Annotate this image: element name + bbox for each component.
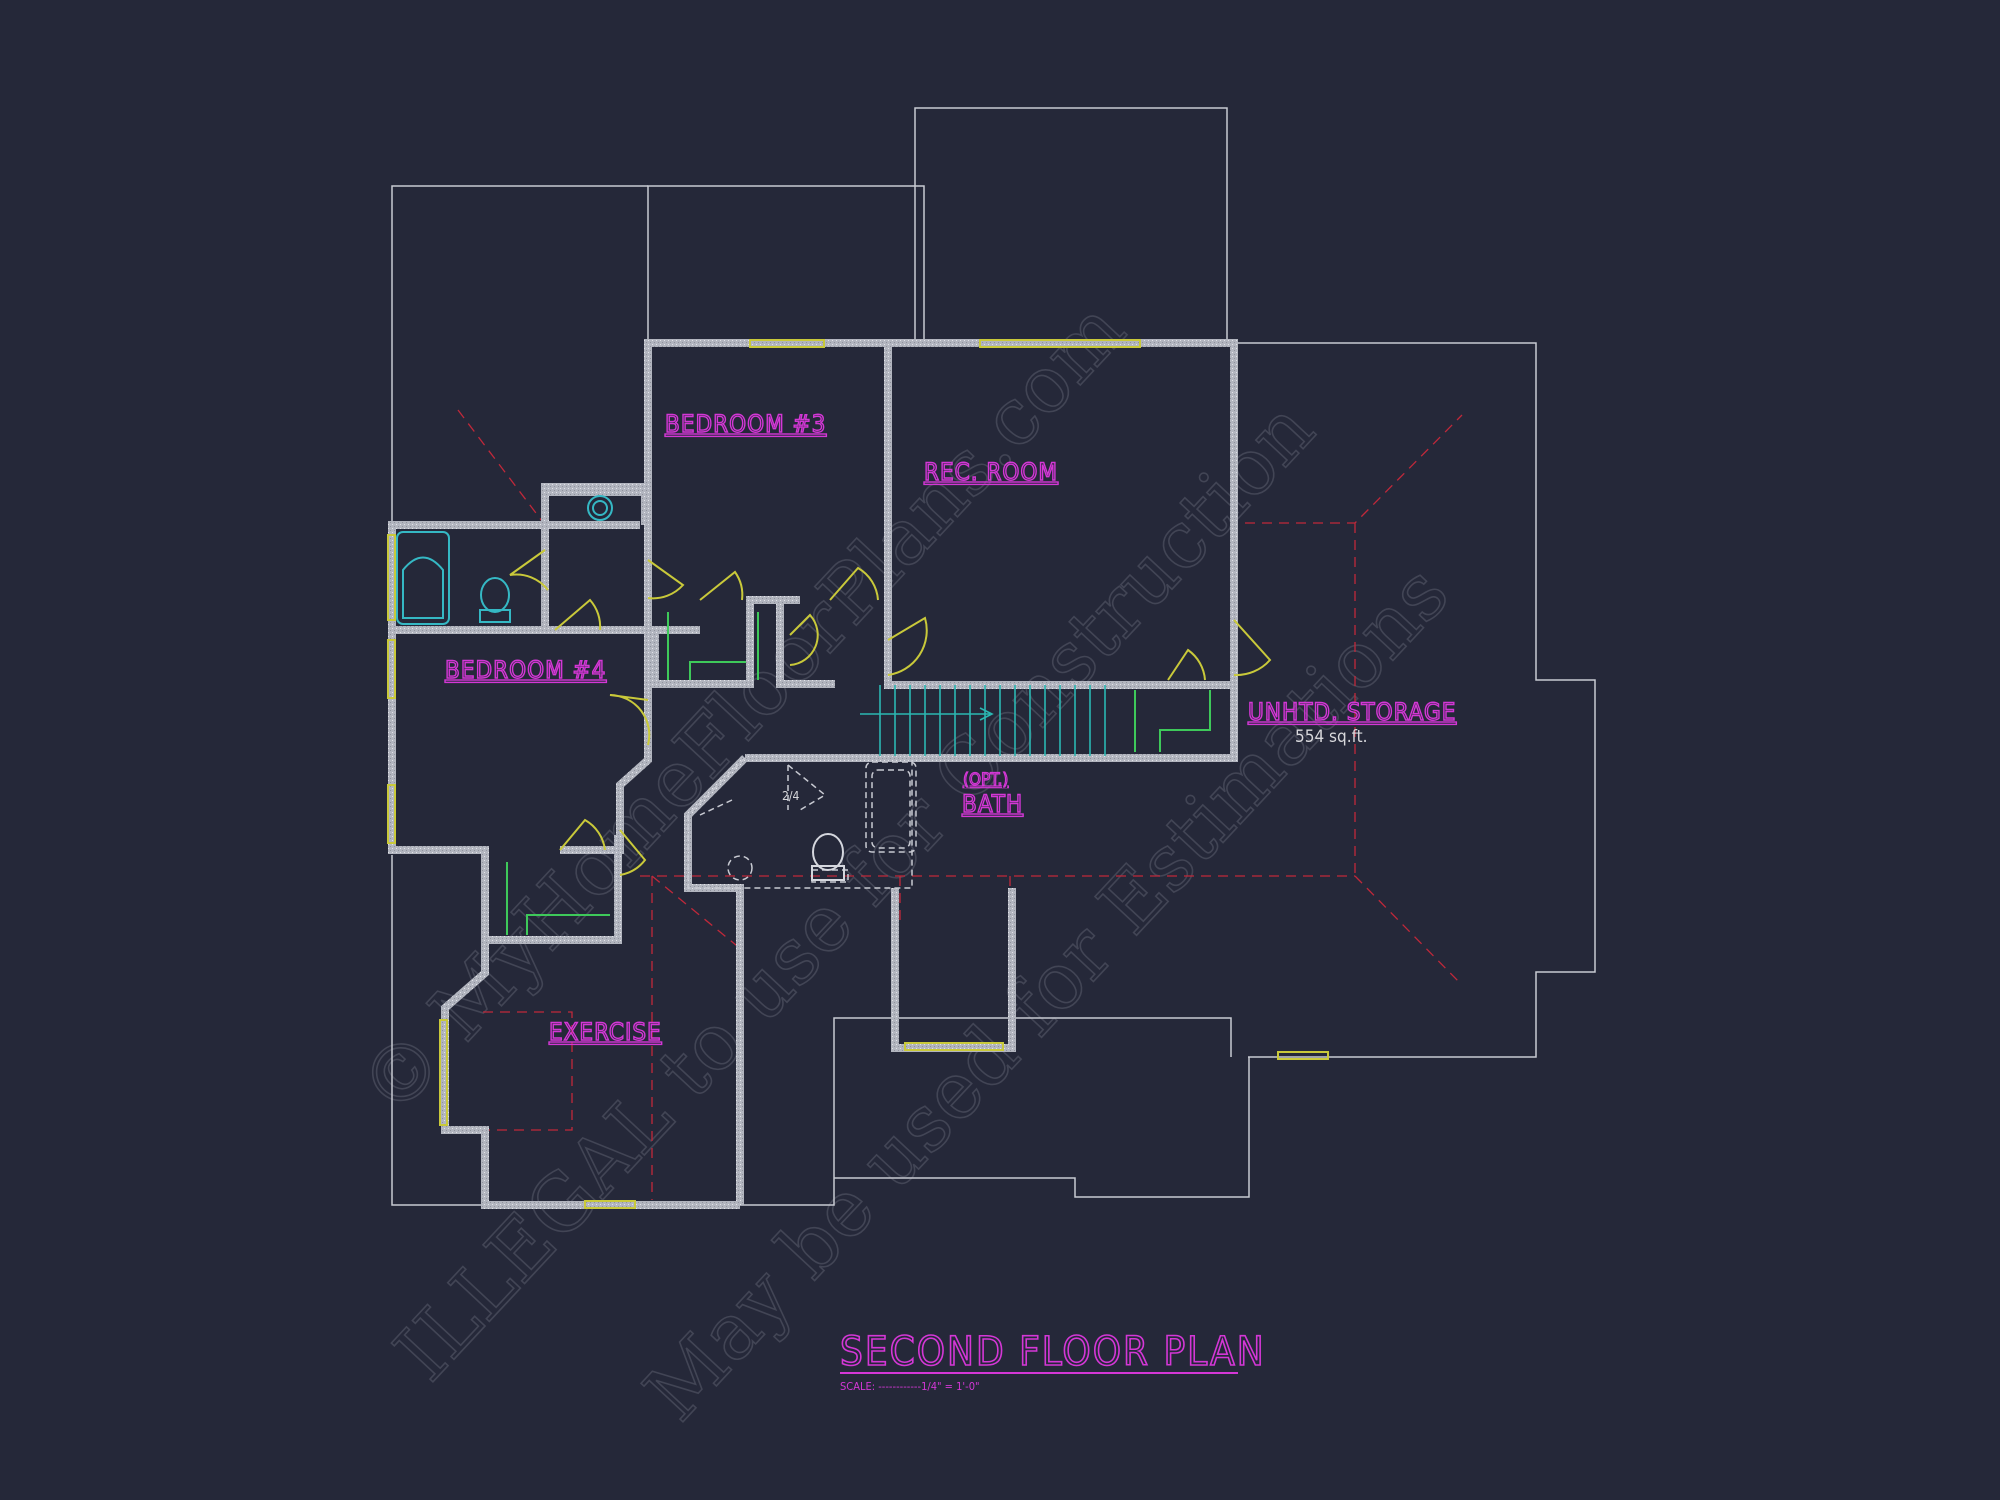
plan-title: SECOND FLOOR PLAN (840, 1329, 1266, 1375)
label-bedroom-3: BEDROOM #3 (665, 410, 826, 438)
label-bedroom-4: BEDROOM #4 (445, 656, 606, 684)
label-exercise: EXERCISE (549, 1018, 662, 1046)
upper-bath-fixtures (396, 495, 613, 625)
roof-outline (391, 107, 1596, 1206)
optional-toilet (811, 833, 845, 881)
upper-bath-walls (541, 483, 649, 632)
label-rec-room: REC. ROOM (924, 458, 1058, 486)
sink (587, 495, 613, 521)
plan-scale: SCALE: ------------1/4" = 1'-0" (840, 1380, 980, 1393)
watermark: © MyHomeFloorPlans.com ILLEGAL to use fo… (342, 284, 1467, 1439)
room-labels: BEDROOM #3 REC. ROOM BEDROOM #4 EXERCISE… (444, 409, 1456, 1046)
title-block: SECOND FLOOR PLAN SCALE: ------------1/4… (839, 1328, 1266, 1393)
roof-hip-lines (457, 409, 1463, 1200)
optional-bath-fixtures (687, 757, 917, 889)
stairs (860, 685, 1106, 756)
label-storage: UNHTD. STORAGE (1248, 698, 1456, 726)
toilet (479, 577, 511, 623)
closet-shelves (506, 612, 1211, 935)
room-sublabels: (OPT.) 554 sq.ft. 2/4 (782, 727, 1368, 803)
walls (388, 339, 1238, 1209)
bathtub (396, 531, 450, 625)
label-shower-size: 2/4 (782, 789, 800, 803)
label-storage-area: 554 sq.ft. (1295, 727, 1368, 747)
label-optional: (OPT.) (963, 770, 1008, 790)
windows (387, 339, 1329, 1209)
doors (509, 549, 1272, 876)
label-bath: BATH (962, 790, 1023, 818)
